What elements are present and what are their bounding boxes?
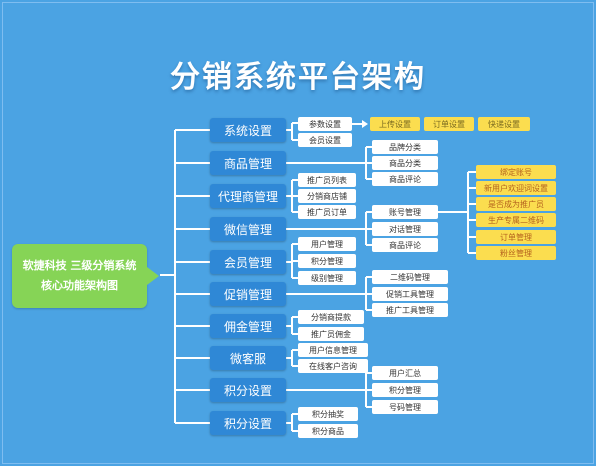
param-order-settings: 订单设置: [424, 117, 474, 131]
option-welcome-message: 新用户欢迎词设置: [476, 181, 556, 195]
sub-member-settings: 会员设置: [298, 133, 352, 147]
sub-account-management: 账号管理: [372, 205, 438, 219]
sub-brand-category: 品牌分类: [372, 140, 438, 154]
sub-wechat-product-review: 商品评论: [372, 238, 438, 252]
option-bind-account: 绑定账号: [476, 165, 556, 179]
root-line-1: 软捷科技 三级分销系统: [22, 259, 137, 272]
module-member-management: 会员管理: [210, 250, 286, 274]
sub-number-management: 号码管理: [372, 400, 438, 414]
module-promotion-management: 促销管理: [210, 282, 286, 306]
module-wechat-management: 微信管理: [210, 217, 286, 241]
param-upload-settings: 上传设置: [370, 117, 420, 131]
option-generate-qrcode: 生产专属二维码: [476, 213, 556, 227]
module-system-settings: 系统设置: [210, 118, 286, 142]
sub-promoter-list: 推广员列表: [298, 173, 356, 187]
param-express-settings: 快递设置: [478, 117, 530, 131]
root-pointer-arrow: [147, 267, 159, 285]
module-commission-management: 佣金管理: [210, 314, 286, 338]
sub-promo-tool-management: 促销工具管理: [372, 287, 448, 301]
sub-distributor-withdrawal: 分销商提款: [298, 310, 364, 324]
module-points-settings: 积分设置: [210, 378, 286, 402]
module-agent-management: 代理商管理: [210, 184, 286, 208]
sub-promoter-commission: 推广员佣金: [298, 327, 364, 341]
sub-dialog-management: 对话管理: [372, 222, 438, 236]
sub-promoter-orders: 推广员订单: [298, 205, 356, 219]
root-line-2: 核心功能架构图: [41, 279, 118, 292]
sub-product-category: 商品分类: [372, 156, 438, 170]
sub-user-info-management: 用户信息管理: [298, 343, 368, 357]
option-fans-management: 粉丝管理: [476, 246, 556, 260]
sub-product-review: 商品评论: [372, 172, 438, 186]
module-customer-service: 微客服: [210, 346, 286, 370]
sub-online-consulting: 在线客户咨询: [298, 359, 368, 373]
module-points-settings-2: 积分设置: [210, 411, 286, 435]
module-product-management: 商品管理: [210, 151, 286, 175]
sub-level-management: 级别管理: [298, 271, 356, 285]
sub-qrcode-management: 二维码管理: [372, 270, 448, 284]
sub-promotion-tool-management: 推广工具管理: [372, 303, 448, 317]
sub-points-management: 积分管理: [298, 254, 356, 268]
page-title: 分销系统平台架构: [170, 60, 426, 95]
option-become-promoter: 是否成为推广员: [476, 197, 556, 211]
sub-param-settings: 参数设置: [298, 117, 352, 131]
sub-points-products: 积分商品: [298, 424, 358, 438]
sub-distributor-store: 分销商店铺: [298, 189, 356, 203]
root-node: 软捷科技 三级分销系统 核心功能架构图: [12, 244, 147, 308]
sub-points-admin: 积分管理: [372, 383, 438, 397]
sub-user-summary: 用户汇总: [372, 366, 438, 380]
option-order-management: 订单管理: [476, 230, 556, 244]
sub-user-management: 用户管理: [298, 237, 356, 251]
sub-points-lottery: 积分抽奖: [298, 407, 358, 421]
